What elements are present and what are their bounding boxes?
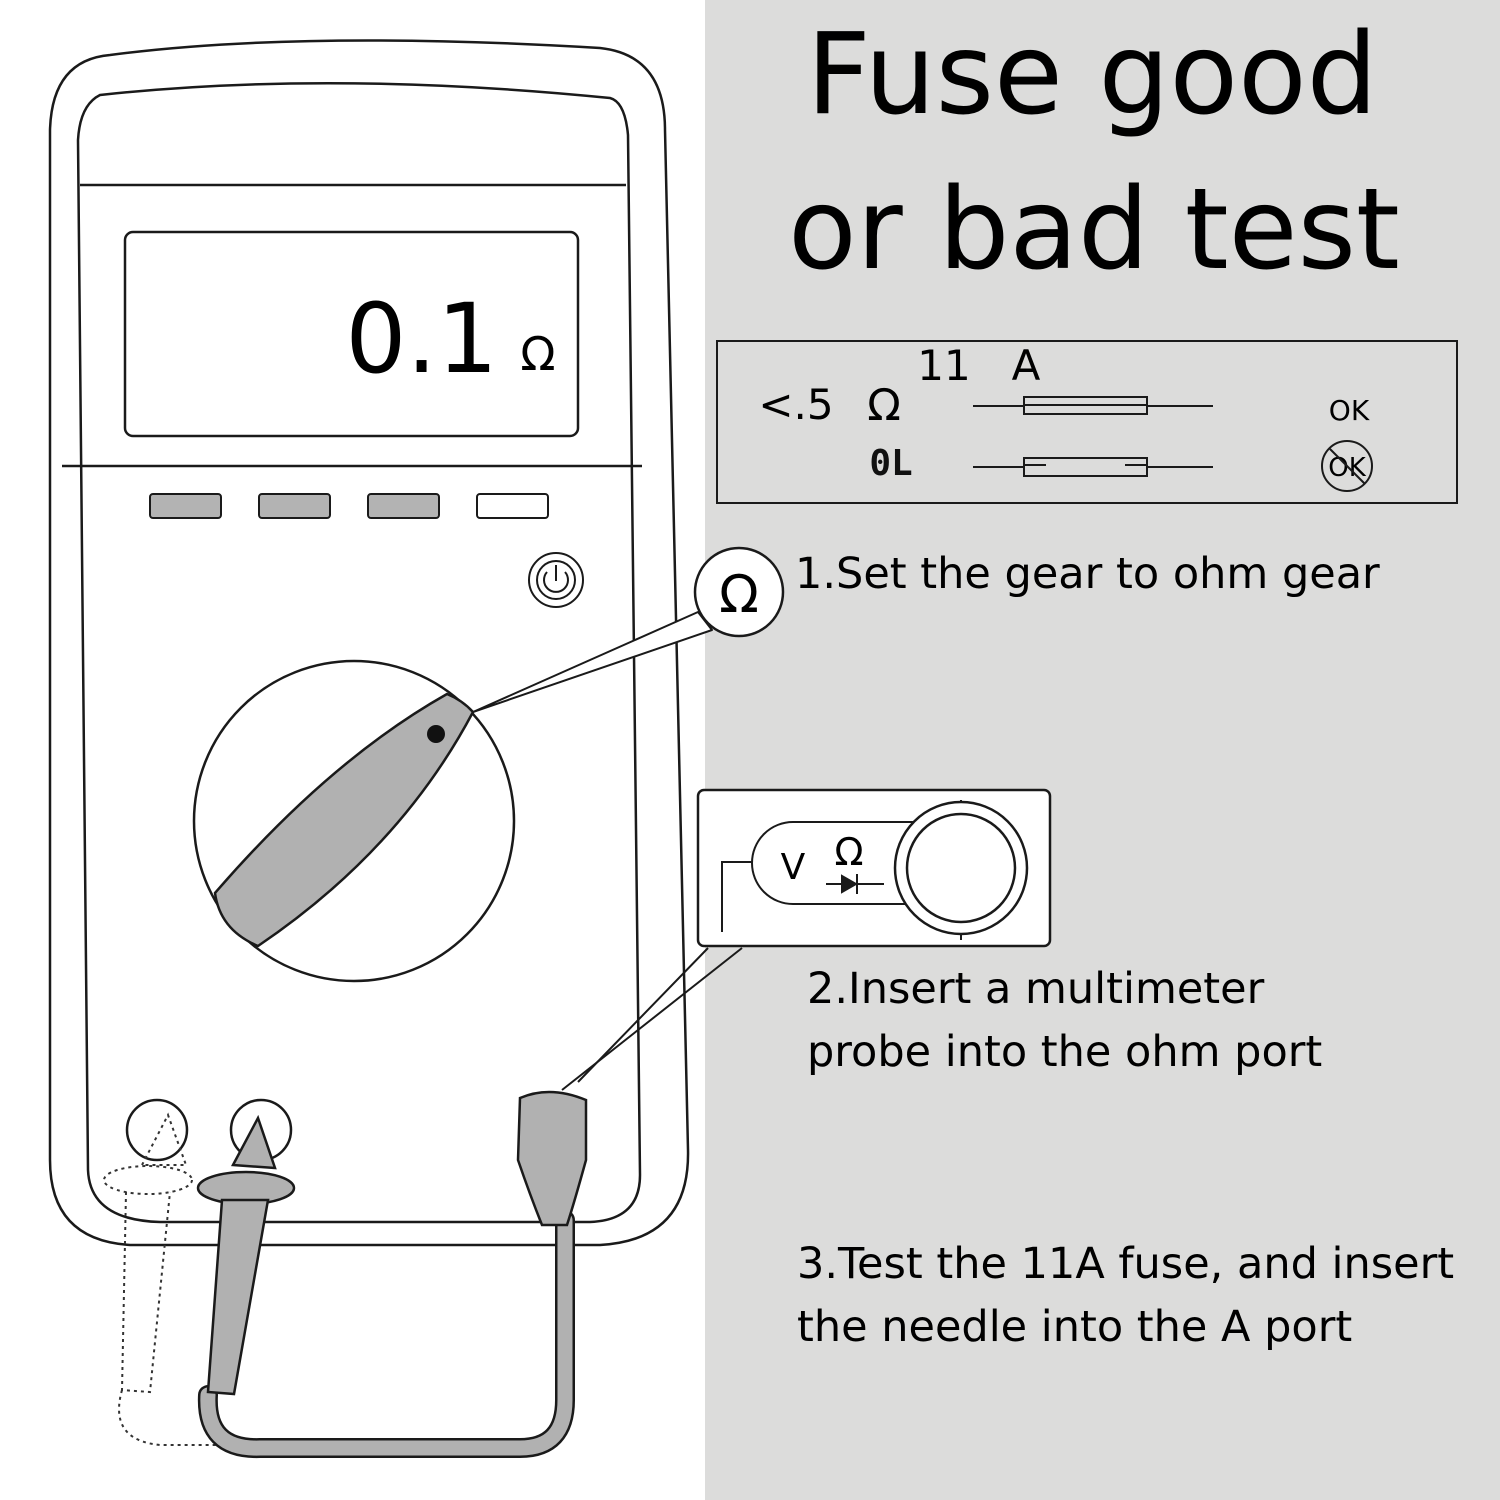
step-3-line-1: 3.Test the 11A fuse, and insert	[797, 1239, 1454, 1289]
port-callout-line-2	[577, 947, 709, 1083]
jack-a[interactable]	[125, 1098, 189, 1162]
instruction-panel	[705, 0, 1500, 1500]
dial-indicator-dot	[427, 725, 445, 743]
probe-red-plug	[516, 1090, 588, 1227]
bad-status: OK	[1328, 453, 1366, 483]
fuse-rating-number: 11	[917, 341, 970, 390]
port-jack-inner	[905, 812, 1017, 924]
good-status: OK	[1329, 394, 1370, 427]
port-ohm-label: Ω	[834, 830, 863, 874]
step-3-line-2: the needle into the A port	[797, 1302, 1352, 1352]
lcd-reading-value: 0.1	[345, 283, 498, 395]
rotary-dial[interactable]	[192, 659, 516, 983]
good-unit: Ω	[867, 380, 901, 431]
dial-callout-circle	[693, 546, 785, 638]
function-button-4[interactable]	[476, 493, 549, 519]
step-1: 1.Set the gear to ohm gear	[795, 549, 1380, 599]
function-button-2[interactable]	[258, 493, 331, 519]
function-button-3[interactable]	[367, 493, 440, 519]
lcd-reading-unit: Ω	[520, 327, 555, 381]
good-reading: <.5	[758, 380, 833, 429]
ohm-icon: Ω	[719, 565, 759, 625]
lcd-screen	[123, 230, 580, 438]
probe-black	[196, 1114, 575, 1459]
ghost-probe	[103, 1112, 240, 1446]
prohibited-ok-icon: OK	[1321, 440, 1373, 492]
power-icon	[543, 565, 569, 593]
multimeter	[48, 39, 690, 1247]
port-v-label: V	[781, 847, 806, 888]
fuse-icon-good	[973, 396, 1213, 415]
fuse-legend: 11 A <.5 Ω OK 0L OK	[716, 340, 1458, 504]
title-line-1: Fuse good	[806, 10, 1377, 140]
diode-icon	[826, 874, 884, 894]
step-2-line-1: 2.Insert a multimeter	[807, 964, 1265, 1014]
bad-reading: 0L	[869, 443, 912, 484]
dial-pointer	[213, 692, 475, 948]
function-button-1[interactable]	[149, 493, 222, 519]
fuse-icon-bad	[973, 457, 1213, 477]
fuse-rating-unit: A	[1012, 341, 1041, 390]
power-button[interactable]	[528, 552, 584, 608]
port-inset: V Ω	[696, 788, 1052, 948]
title-line-2: or bad test	[788, 165, 1400, 295]
step-2-line-2: probe into the ohm port	[807, 1027, 1322, 1077]
